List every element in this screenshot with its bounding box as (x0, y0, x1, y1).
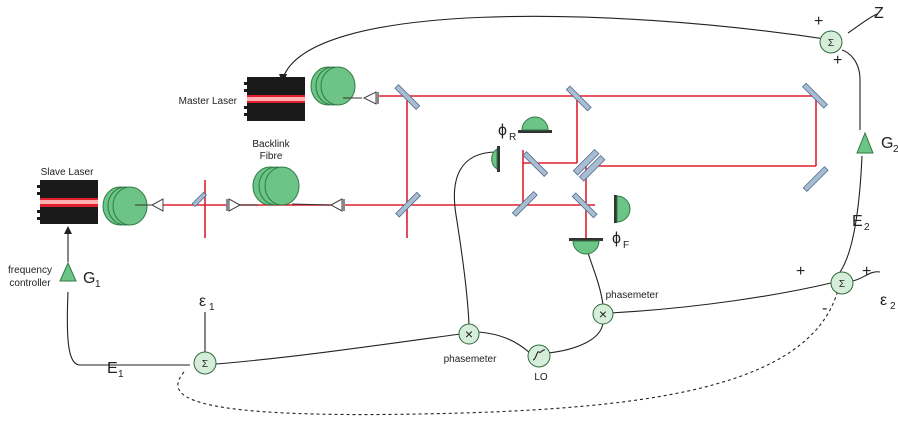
sum-node-top: Σ (819, 30, 843, 54)
photodetector-ref (518, 116, 552, 133)
epsilon2-subscript: 2 (890, 301, 896, 312)
mixer-right-symbol: × (599, 306, 607, 322)
photodetector-bottom (569, 238, 603, 255)
z-label: Z (874, 5, 884, 22)
sum-node-left: Σ (193, 351, 217, 375)
local-oscillator (527, 344, 551, 368)
plus-top-bottom: + (833, 52, 842, 69)
e1-symbol: E (107, 360, 118, 377)
gain-amplifier-g1 (59, 261, 77, 282)
mixer-right: × (592, 303, 614, 325)
plus-right-right: + (862, 263, 871, 280)
phi-r-symbol: ϕ (498, 122, 507, 139)
master-fibre-coil (310, 66, 362, 106)
frequency-controller-label-line2: controller (9, 278, 51, 289)
lo-label: LO (534, 372, 548, 383)
g2-subscript: 2 (893, 144, 898, 155)
epsilon1-symbol: ε (199, 293, 206, 310)
backlink-collimator-left (226, 198, 242, 212)
beam-splitters (191, 82, 829, 219)
slave-laser-label: Slave Laser (41, 167, 94, 178)
plus-top-left: + (814, 13, 823, 30)
backlink-fibre-coil (240, 166, 331, 206)
slave-collimator (150, 198, 164, 212)
epsilon2-symbol: ε (880, 292, 887, 309)
mixer-left-symbol: × (465, 326, 473, 342)
frequency-controller-label-line1: frequency (8, 265, 52, 276)
sum-node-right-symbol: Σ (839, 279, 845, 290)
photodetector-left (491, 146, 500, 172)
slave-laser (37, 180, 98, 224)
backlink-collimator-right (329, 198, 345, 212)
sum-node-top-symbol: Σ (828, 38, 834, 49)
backlink-label-line1: Backlink (252, 139, 290, 150)
g2-symbol: G (881, 135, 893, 152)
master-laser (244, 77, 305, 121)
master-collimator (362, 91, 379, 105)
master-laser-label: Master Laser (179, 96, 238, 107)
phi-f-subscript: F (623, 240, 629, 251)
phasemeter-right-label: phasemeter (606, 290, 659, 301)
phi-f-symbol: ϕ (612, 230, 621, 247)
phasemeter-left-label: phasemeter (444, 354, 497, 365)
phi-r-subscript: R (509, 132, 516, 143)
e1-subscript: 1 (118, 369, 124, 380)
slave-fibre-coil (102, 186, 152, 226)
mixer-left: × (458, 323, 480, 345)
plus-right-left: + (796, 263, 805, 280)
photodetector-far (614, 195, 631, 223)
minus-right: - (822, 300, 827, 317)
g1-subscript: 1 (95, 279, 101, 290)
epsilon1-subscript: 1 (209, 302, 215, 313)
g1-symbol: G (83, 270, 95, 287)
sum-node-right: Σ (830, 271, 854, 295)
gain-amplifier-g2 (856, 131, 874, 154)
e2-subscript: 2 (864, 222, 870, 233)
sum-node-left-symbol: Σ (202, 359, 208, 370)
backlink-label-line2: Fibre (260, 151, 283, 162)
e2-symbol: E (852, 213, 863, 230)
